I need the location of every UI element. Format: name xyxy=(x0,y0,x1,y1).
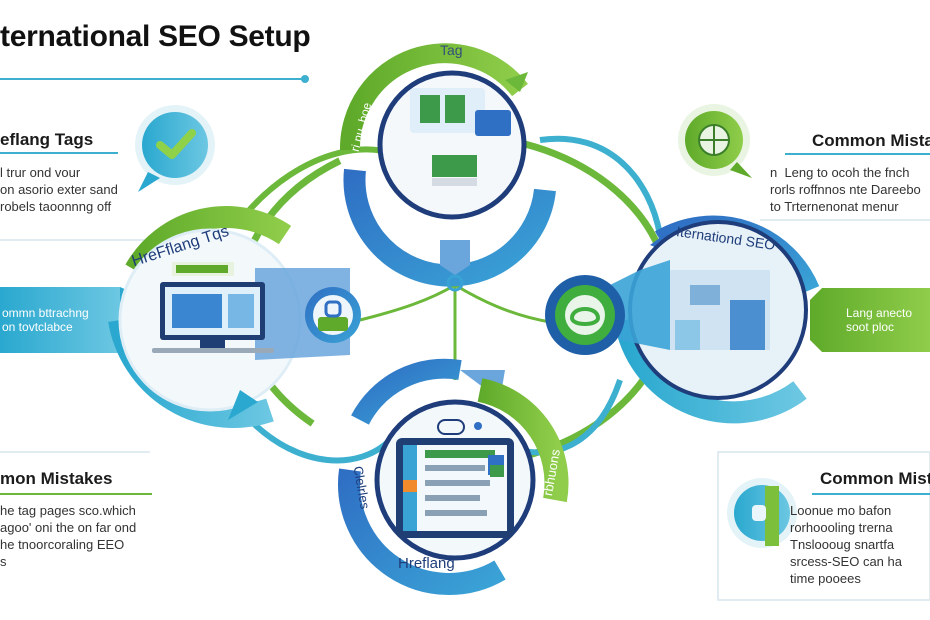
document-icon xyxy=(396,419,514,538)
right-green-bar xyxy=(810,288,930,352)
bottom-ring-label: Hreflang xyxy=(398,555,455,572)
left-bottom-heading: mon Mistakes xyxy=(0,469,113,488)
right-ring xyxy=(580,215,820,424)
pin-connector xyxy=(440,240,470,292)
hand-icon xyxy=(727,478,797,548)
left-bottom-body: he tag pages sco.which agoo' oni the on … xyxy=(0,503,137,569)
left-top-body: l trur ond vour on asorio exter sand rob… xyxy=(0,165,118,214)
right-bottom-body: Loonue mo bafon rorhoooling trerna Tnslo… xyxy=(790,503,902,586)
top-ring xyxy=(339,43,556,287)
top-ring-label: Tag xyxy=(440,42,463,58)
page-title: ternational SEO Setup xyxy=(0,20,311,53)
left-bar-label: ommn bttrachng on tovtclabce xyxy=(2,306,89,334)
gear-icon xyxy=(545,275,625,355)
check-icon xyxy=(135,105,215,192)
tag-icon xyxy=(305,287,361,343)
monitor-icon xyxy=(152,262,274,353)
right-top-heading: Common Mistak xyxy=(812,131,930,150)
right-bar-label: Lang anecto soot ploc xyxy=(846,306,913,334)
right-top-body: n Leng to ocoh the fnch rorls roffnnos n… xyxy=(770,165,921,214)
left-top-heading: eflang Tags xyxy=(0,130,94,149)
title-underline-dot xyxy=(301,75,309,83)
globe-icon xyxy=(678,104,752,178)
right-bottom-heading: Common Mist xyxy=(820,469,930,488)
